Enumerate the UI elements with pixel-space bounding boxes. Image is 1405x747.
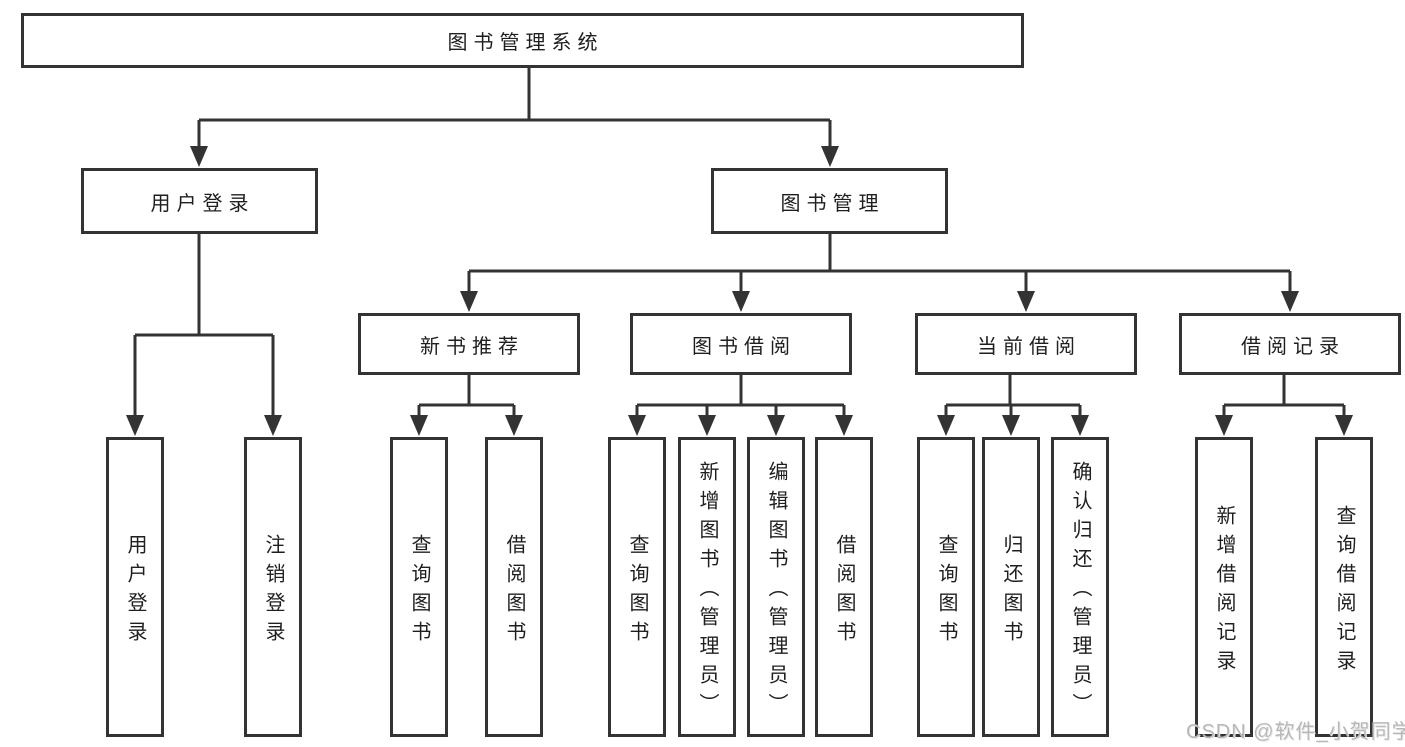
leaf-query-book-current: 查询图书 (917, 437, 975, 737)
node-label: 用户登录 (124, 533, 146, 650)
tree-edges (133, 68, 1346, 424)
node-label: 借阅图书 (833, 533, 855, 650)
csdn-watermark: CSDN @软件_小贺同学 (1186, 721, 1405, 743)
leaf-edit-book-admin: 编辑图书（管理员） (747, 437, 805, 737)
node-label: 新增借阅记录 (1213, 504, 1235, 679)
node-book-management: 图书管理 (711, 168, 948, 234)
node-book-borrow: 图书借阅 (630, 313, 852, 375)
node-label: 当前借阅 (977, 335, 1081, 358)
leaf-logout: 注销登录 (244, 437, 302, 737)
node-label: 用户登录 (150, 192, 255, 215)
node-label: 图书借阅 (692, 335, 796, 358)
leaf-borrow-book-newrec: 借阅图书 (485, 437, 543, 737)
leaf-query-book-newrec: 查询图书 (390, 437, 448, 737)
node-label: 新增图书（管理员） (696, 461, 718, 722)
node-label: 注销登录 (262, 533, 284, 650)
leaf-borrow-book-borrow: 借阅图书 (815, 437, 873, 737)
node-borrow-records: 借阅记录 (1179, 313, 1401, 375)
node-label: 编辑图书（管理员） (765, 461, 787, 722)
arrowhead-icons (126, 146, 1353, 436)
leaf-return-book: 归还图书 (982, 437, 1040, 737)
node-current-borrow: 当前借阅 (915, 313, 1137, 375)
node-label: 确认归还（管理员） (1069, 461, 1091, 722)
node-user-login: 用户登录 (81, 168, 318, 234)
leaf-query-borrow-record: 查询借阅记录 (1315, 437, 1373, 737)
node-label: 图书管理 (780, 192, 885, 215)
leaf-user-login: 用户登录 (106, 437, 164, 737)
node-label: 借阅图书 (503, 533, 525, 650)
leaf-add-borrow-record: 新增借阅记录 (1195, 437, 1253, 737)
leaf-confirm-return-admin: 确认归还（管理员） (1051, 437, 1109, 737)
node-label: 归还图书 (1000, 533, 1022, 650)
node-new-book-recommend: 新书推荐 (358, 313, 580, 375)
node-label: 查询图书 (408, 533, 430, 650)
node-root-system: 图书管理系统 (21, 13, 1024, 68)
node-label: 查询借阅记录 (1333, 504, 1355, 679)
leaf-query-book-borrow: 查询图书 (608, 437, 666, 737)
node-label: 图书管理系统 (447, 32, 604, 54)
node-label: 查询图书 (935, 533, 957, 650)
leaf-add-book-admin: 新增图书（管理员） (678, 437, 736, 737)
node-label: 借阅记录 (1241, 335, 1345, 358)
node-label: 新书推荐 (420, 335, 524, 358)
node-label: 查询图书 (626, 533, 648, 650)
